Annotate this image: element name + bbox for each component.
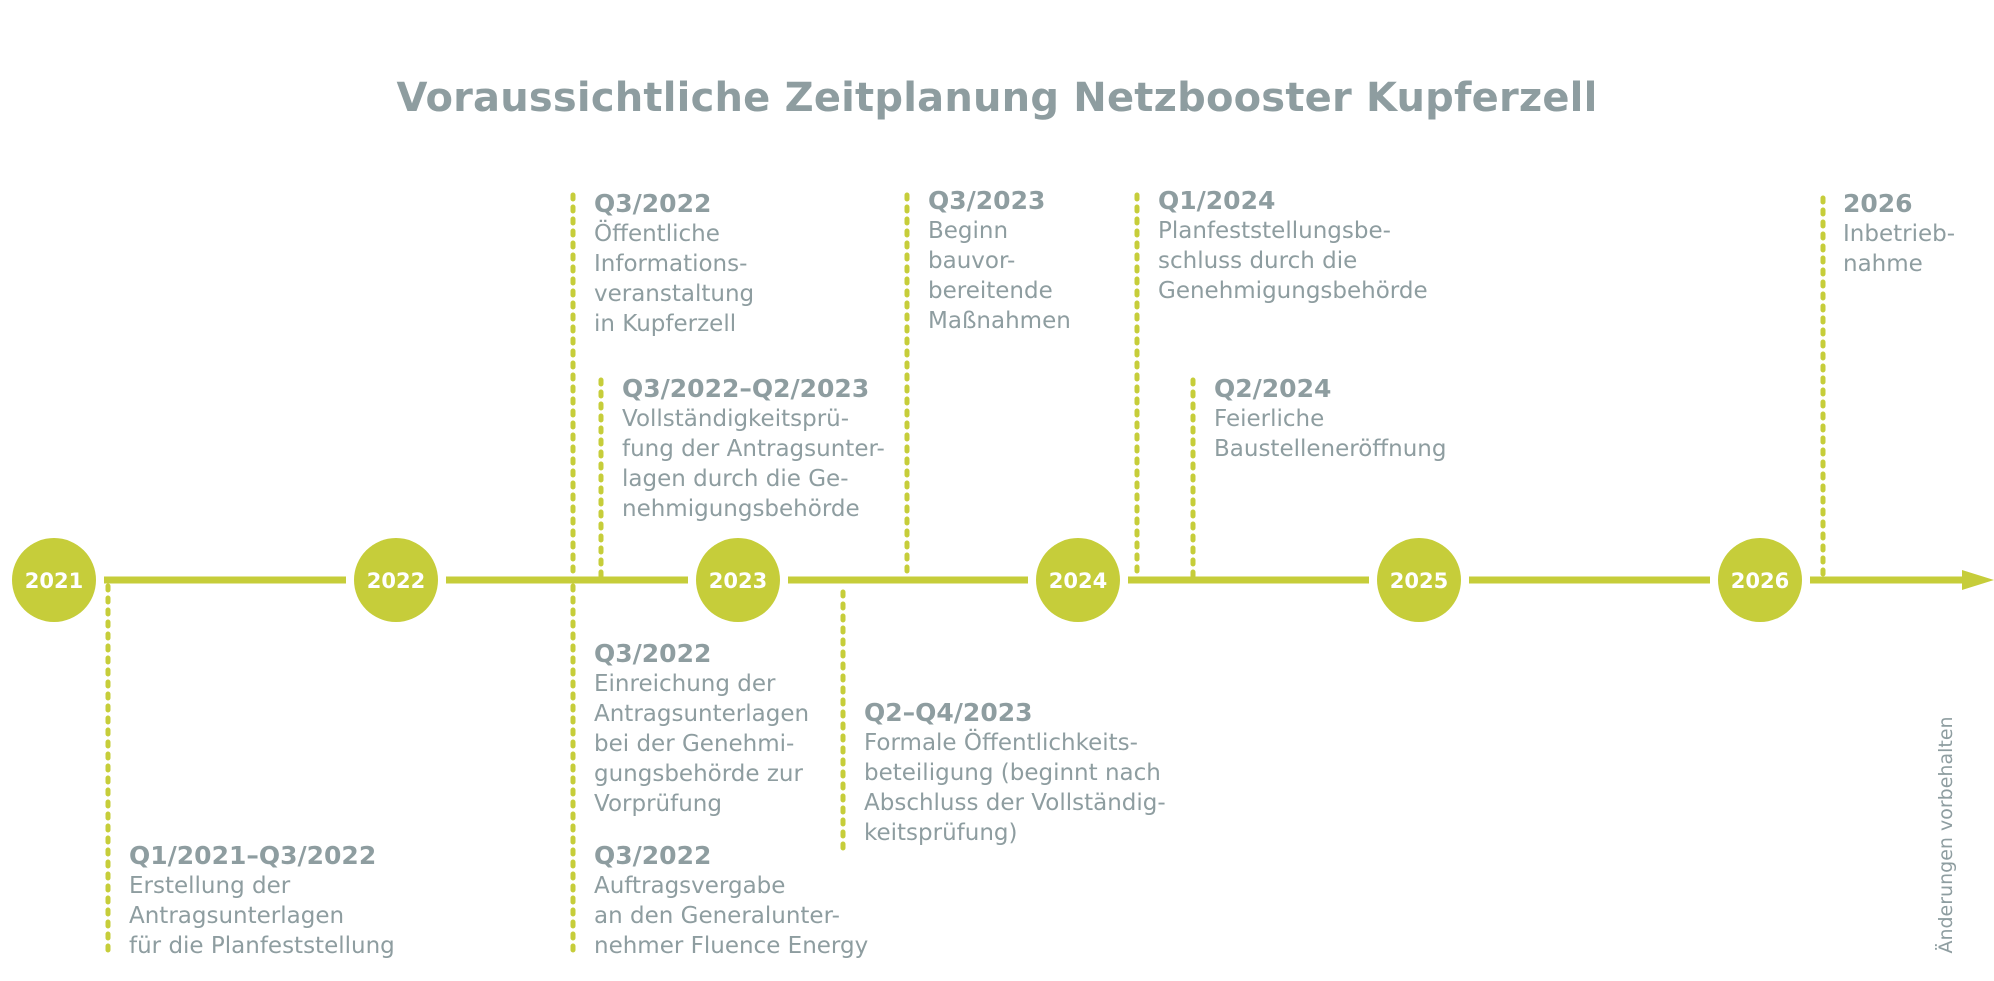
event-description: Beginn bauvor- bereitende Maßnahmen [928,218,1071,334]
event-description: Auftragsvergabe an den Generalunter- neh… [594,873,869,959]
timeline-event: Q1/2024 Planfeststellungsbe- schluss dur… [1158,186,1428,306]
timeline-event: 2026 Inbetrieb- nahme [1843,189,1955,279]
year-markers: 2021 2022 2023 2024 2025 2026 [12,538,1802,622]
year-marker: 2025 [1377,538,1461,622]
event-date: Q3/2023 [928,186,1046,215]
diagram-title: Voraussichtliche Zeitplanung Netzbooster… [396,75,1598,121]
timeline-event: Q3/2022 Öffentliche Informations- verans… [594,189,754,339]
timeline-event: Q3/2023 Beginn bauvor- bereitende Maßnah… [928,186,1071,336]
year-circle [1718,538,1802,622]
year-label: 2021 [25,569,83,593]
event-date: Q3/2022 [594,189,712,218]
timeline-event: Q3/2022 Einreichung der Antragsunterlage… [594,639,809,819]
event-date: Q2/2024 [1214,374,1332,403]
year-marker: 2021 [12,538,96,622]
timeline-event: Q3/2022 Auftragsvergabe an den Generalun… [594,841,868,961]
timeline-event: Q2–Q4/2023 Formale Öffentlichkeits- bete… [864,698,1166,848]
year-marker: 2026 [1718,538,1802,622]
timeline-event: Q2/2024 Feierliche Baustelleneröffnung [1214,374,1446,464]
connector-lines [105,192,1826,958]
event-date: Q2–Q4/2023 [864,698,1033,727]
year-circle [12,538,96,622]
year-marker: 2024 [1036,538,1120,622]
event-description: Vollständigkeitsprü- fung der Antragsunt… [622,406,885,522]
event-description: Einreichung der Antragsunterlagen bei de… [594,671,810,817]
event-description: Öffentliche Informations- veranstaltung … [594,221,755,337]
year-label: 2024 [1049,569,1107,593]
event-date: Q3/2022 [594,639,712,668]
event-date: Q1/2021–Q3/2022 [129,841,377,870]
timeline-event: Q1/2021–Q3/2022 Erstellung der Antragsun… [129,841,395,961]
event-date: 2026 [1843,189,1913,218]
year-label: 2023 [709,569,767,593]
event-description: Erstellung der Antragsunterlagen für die… [129,873,395,959]
year-circle [354,538,438,622]
year-marker: 2023 [696,538,780,622]
year-circle [1377,538,1461,622]
event-date: Q3/2022–Q2/2023 [622,374,870,403]
event-description: Formale Öffentlichkeits- beteiligung (be… [864,730,1166,846]
year-circle [1036,538,1120,622]
timeline-event: Q3/2022–Q2/2023 Vollständigkeitsprü- fun… [622,374,885,524]
year-label: 2025 [1390,569,1448,593]
event-description: Feierliche Baustelleneröffnung [1214,406,1447,462]
year-label: 2022 [367,569,425,593]
year-circle [696,538,780,622]
event-description: Inbetrieb- nahme [1843,221,1956,277]
disclaimer-note: Änderungen vorbehalten [1935,716,1957,954]
event-description: Planfeststellungsbe- schluss durch die G… [1158,218,1428,304]
event-date: Q1/2024 [1158,186,1276,215]
year-marker: 2022 [354,538,438,622]
axis-arrowhead [1962,570,1994,590]
event-date: Q3/2022 [594,841,712,870]
year-label: 2026 [1731,569,1789,593]
